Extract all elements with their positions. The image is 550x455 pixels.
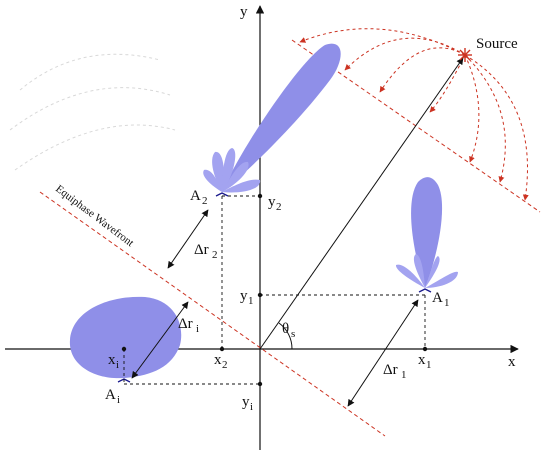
x1-label: x: [418, 352, 426, 368]
yi-sub: i: [250, 401, 253, 413]
source-label: Source: [476, 36, 518, 52]
dri-sub: i: [196, 323, 199, 335]
delta-r2-arrow: [167, 209, 209, 269]
ai-label: A: [105, 387, 116, 403]
source-direction-line: [259, 57, 464, 350]
delta-r1-arrow: [347, 299, 419, 407]
x1-sub: 1: [426, 359, 432, 371]
dr1-label: Δr: [383, 362, 398, 378]
x2-label: x: [214, 352, 222, 368]
delta-ri-arrow: [131, 301, 189, 379]
x2-sub: 2: [222, 359, 228, 371]
faint-wave-arcs: [9, 53, 176, 171]
y1-label: y: [240, 288, 248, 304]
a2-sub: 2: [202, 195, 208, 207]
element-a1-marker: [418, 288, 432, 293]
y-axis-label: y: [240, 4, 248, 20]
element-a2-marker: [215, 192, 229, 197]
ai-sub: i: [117, 394, 120, 406]
projection-lines: [123, 195, 426, 385]
wavefront-label: Equiphase Wavefront: [53, 183, 136, 249]
y2-label: y: [268, 194, 276, 210]
dr1-sub: 1: [401, 369, 407, 381]
y2-sub: 2: [276, 201, 282, 213]
y1-sub: 1: [248, 295, 254, 307]
beam-pattern-ai: [69, 296, 182, 379]
theta-sub: s: [291, 328, 295, 340]
axis-ticks: [121, 193, 428, 387]
a1-sub: 1: [444, 297, 450, 309]
dr2-sub: 2: [212, 249, 218, 261]
xi-label: x: [108, 352, 116, 368]
a2-label: A: [190, 188, 201, 204]
xi-sub: i: [116, 359, 119, 371]
beam-pattern-a1: [395, 177, 458, 288]
dr2-label: Δr: [194, 242, 209, 258]
dri-label: Δr: [178, 316, 193, 332]
a1-label: A: [432, 290, 443, 306]
source-star-icon: [458, 48, 472, 62]
theta-arc: [278, 322, 293, 350]
x-axis-label: x: [508, 354, 516, 370]
yi-label: y: [242, 394, 250, 410]
beam-pattern-a2: [203, 43, 341, 193]
theta-label: θ: [282, 321, 289, 337]
equiphase-wavefront-line: [39, 191, 386, 437]
